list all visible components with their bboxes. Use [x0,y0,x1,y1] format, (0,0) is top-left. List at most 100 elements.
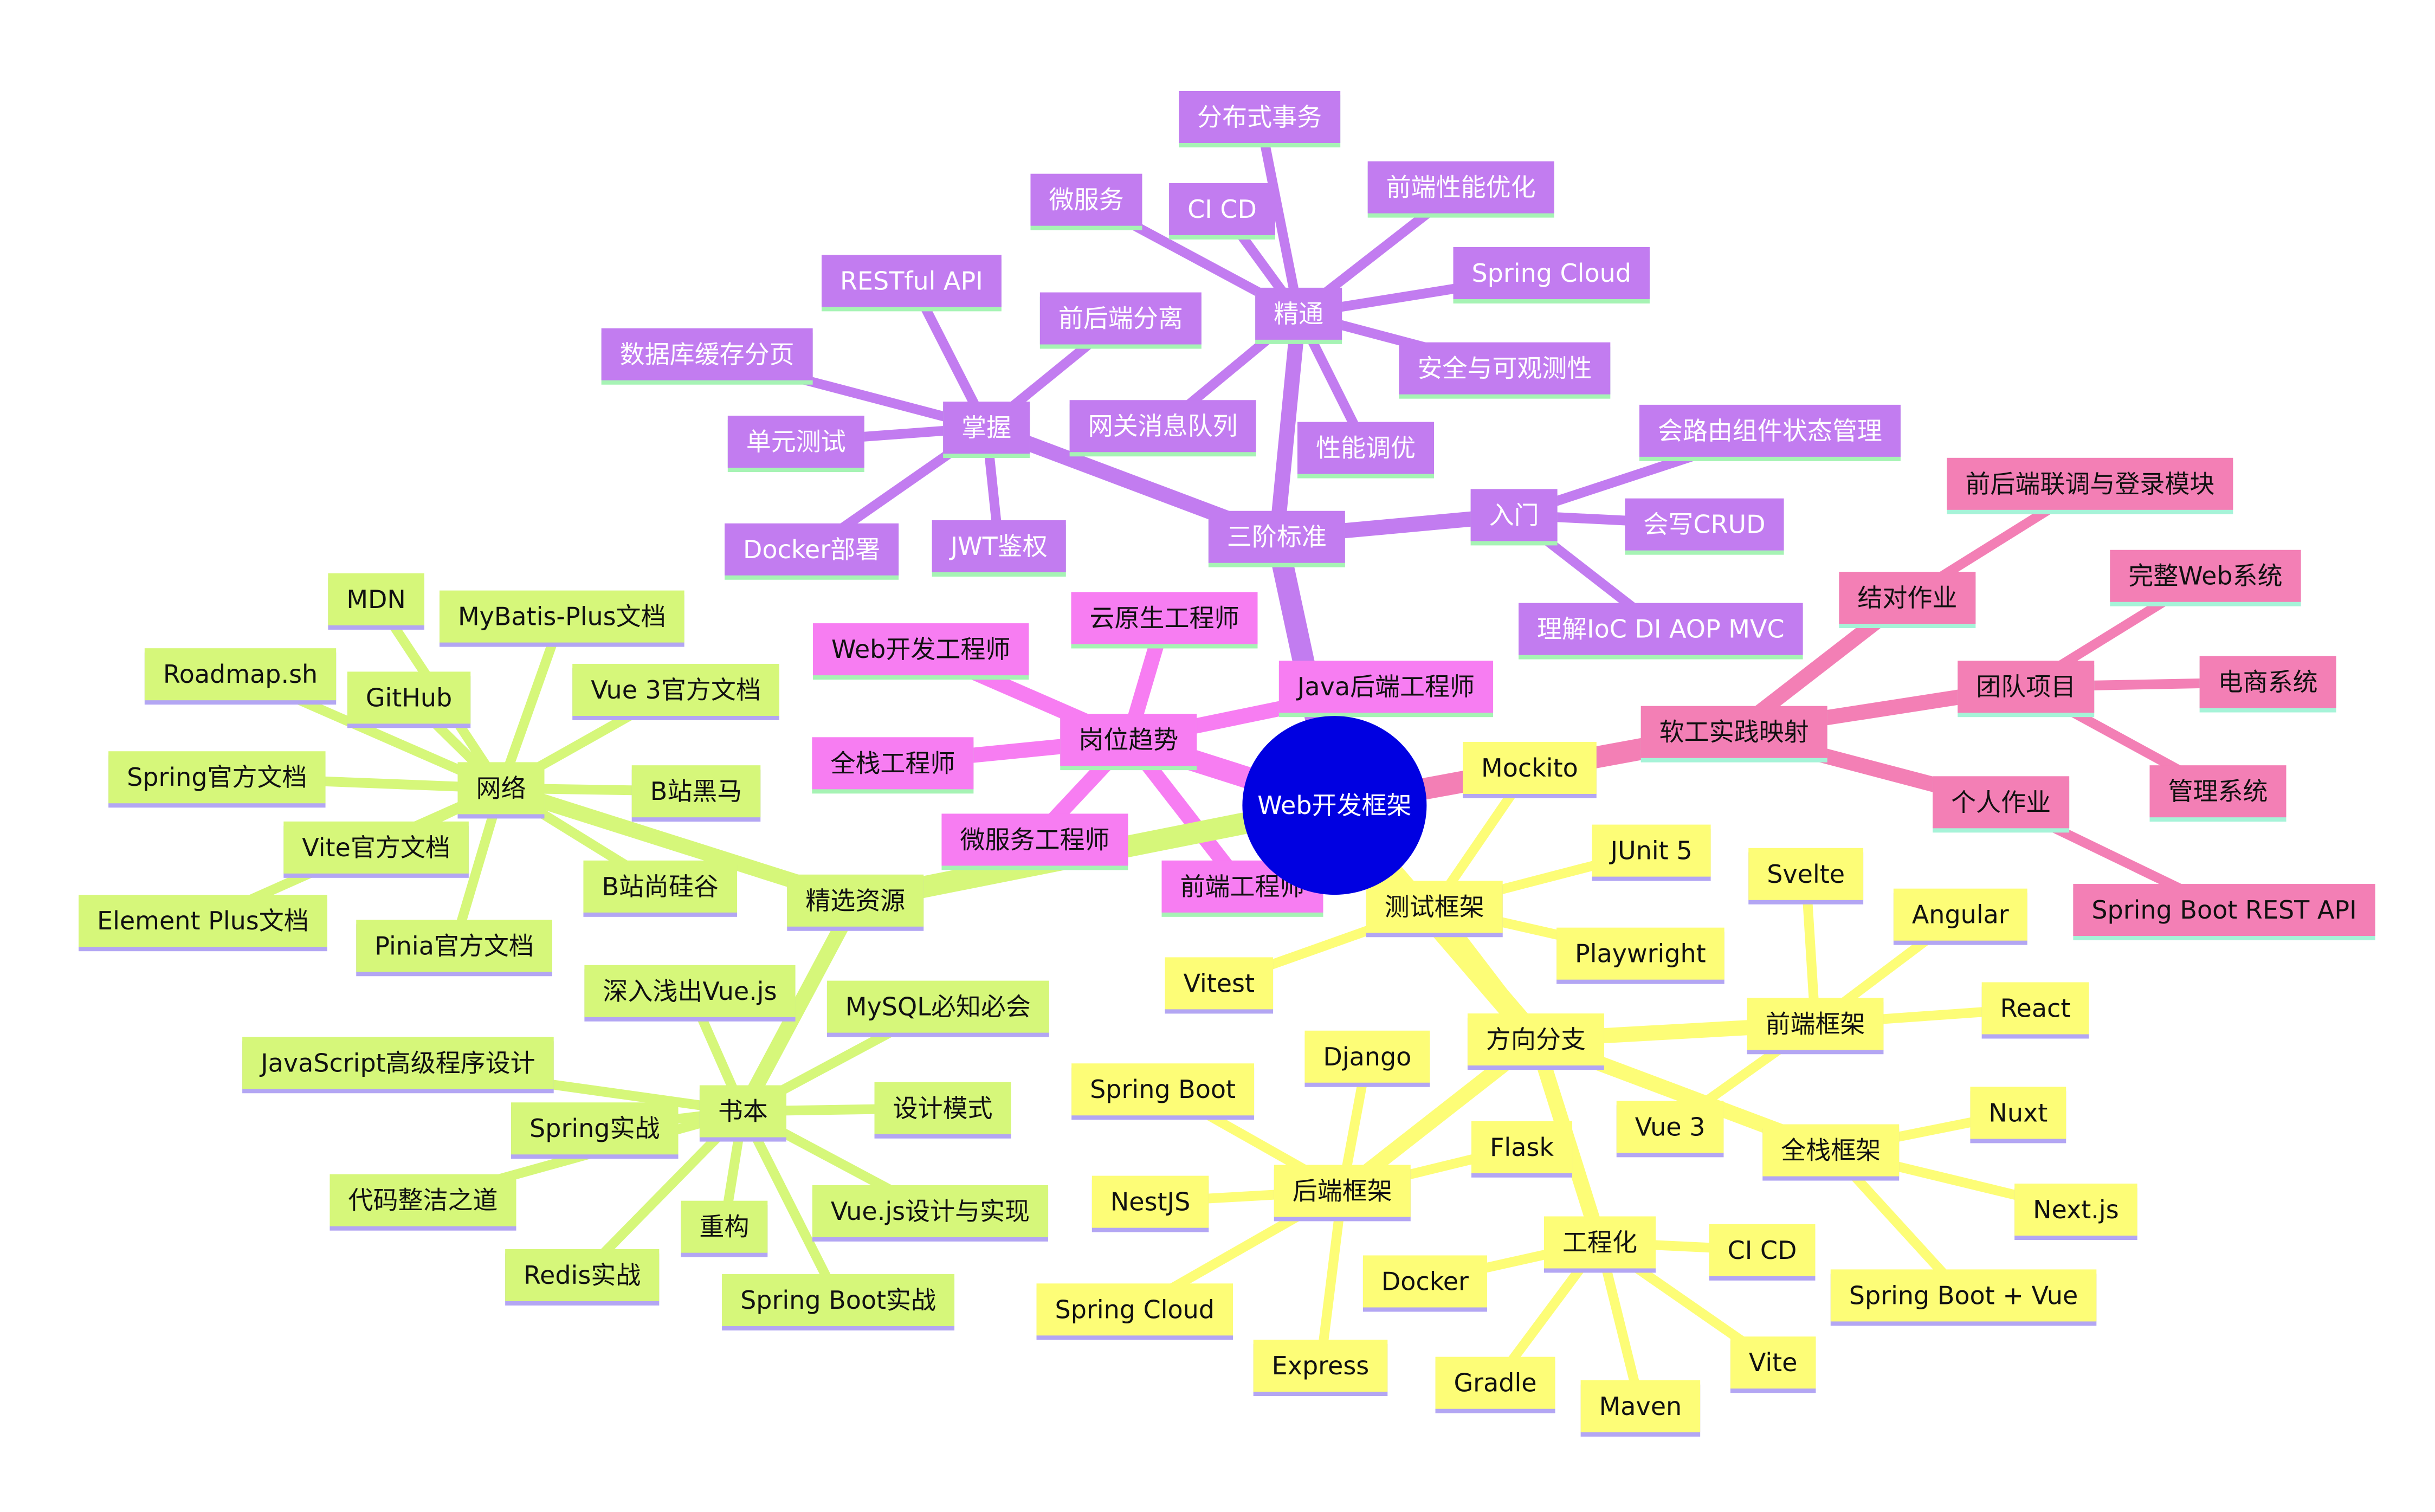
node-wl9[interactable]: B站尚硅谷 [583,860,738,917]
node-label: 分布式事务 [1197,102,1322,132]
node-gr1[interactable]: Spring Boot REST API [2073,884,2375,941]
node-cs3[interactable]: Playwright [1556,927,1724,984]
node-zw6[interactable]: JWT鉴权 [932,520,1066,577]
node-gangwei[interactable]: 岗位趋势 [1060,714,1197,771]
node-gw1[interactable]: Java后端工程师 [1278,661,1494,718]
node-zw3[interactable]: 数据库缓存分页 [601,328,813,385]
node-ceshi[interactable]: 测试框架 [1366,881,1503,938]
node-gw4[interactable]: 全栈工程师 [812,737,974,794]
node-ruangong[interactable]: 软工实践映射 [1640,706,1827,763]
node-jt3[interactable]: CI CD [1169,183,1275,240]
node-gw5[interactable]: 微服务工程师 [941,813,1128,870]
node-label: 方向分支 [1486,1025,1586,1054]
root-label: Web开发框架 [1257,791,1411,820]
node-box [1580,1380,1701,1432]
node-sb1[interactable]: 深入浅出Vue.js [584,965,796,1022]
node-cs4[interactable]: Vitest [1165,957,1274,1014]
node-label: Next.js [2033,1195,2119,1224]
node-qz2[interactable]: Next.js [2014,1184,2137,1240]
node-cs2[interactable]: JUnit 5 [1592,824,1711,881]
node-jt8[interactable]: 网关消息队列 [1069,400,1256,457]
node-zhangwo[interactable]: 掌握 [943,402,1030,458]
node-rm2[interactable]: 会写CRUD [1625,498,1784,555]
node-qz1[interactable]: Nuxt [1970,1087,2066,1143]
node-jingtong[interactable]: 精通 [1255,287,1342,344]
node-label: Spring Boot实战 [740,1285,936,1315]
node-wl5[interactable]: Vue 3官方文档 [572,663,779,720]
node-qd4[interactable]: Vue 3 [1616,1101,1724,1158]
node-td2[interactable]: 电商系统 [2199,656,2336,713]
node-jt7[interactable]: 性能调优 [1297,422,1434,479]
node-hd4[interactable]: Flask [1471,1121,1573,1178]
node-tuandui[interactable]: 团队项目 [1958,661,2095,718]
node-geren[interactable]: 个人作业 [1933,776,2070,833]
node-wangluo[interactable]: 网络 [457,762,545,819]
node-td1[interactable]: 完整Web系统 [2110,550,2301,606]
node-zw2[interactable]: 前后端分离 [1039,292,1202,349]
node-gc4[interactable]: Gradle [1435,1356,1555,1413]
node-cs1[interactable]: Mockito [1463,741,1597,798]
node-qianduan[interactable]: 前端框架 [1747,998,1884,1055]
node-sb3[interactable]: JavaScript高级程序设计 [242,1037,554,1094]
node-hd6[interactable]: Express [1253,1340,1388,1396]
node-jt4[interactable]: 前端性能优化 [1367,161,1554,218]
node-jt6[interactable]: 安全与可观测性 [1399,342,1611,399]
node-wl3[interactable]: Roadmap.sh [144,648,337,705]
node-zw1[interactable]: RESTful API [821,255,1002,312]
node-qz3[interactable]: Spring Boot + Vue [1830,1269,2097,1326]
node-wl7[interactable]: B站黑马 [631,765,761,822]
node-jt1[interactable]: 分布式事务 [1179,91,1341,147]
node-hd1[interactable]: Django [1304,1030,1430,1087]
node-qd2[interactable]: Angular [1893,888,2027,945]
node-wl6[interactable]: Spring官方文档 [108,751,326,808]
node-qd1[interactable]: Svelte [1748,848,1864,904]
node-hd5[interactable]: Spring Cloud [1036,1283,1233,1340]
node-wl2[interactable]: MyBatis-Plus文档 [439,590,684,647]
node-td3[interactable]: 管理系统 [2149,765,2287,822]
node-sb2[interactable]: MySQL必知必会 [826,980,1049,1037]
node-zw5[interactable]: Docker部署 [725,523,899,580]
node-root[interactable]: Web开发框架 [1242,716,1427,895]
node-hd3[interactable]: NestJS [1091,1175,1209,1232]
node-qd3[interactable]: React [1981,982,2089,1039]
node-gc1[interactable]: CI CD [1709,1224,1816,1281]
node-sb5[interactable]: Spring实战 [511,1102,679,1159]
node-wl1[interactable]: MDN [328,573,424,630]
node-gc3[interactable]: Vite [1730,1336,1816,1393]
node-box [943,402,1030,454]
node-jingxuan[interactable]: 精选资源 [787,874,924,931]
node-sb9[interactable]: Redis实战 [505,1249,660,1306]
node-jiedui[interactable]: 结对作业 [1839,572,1976,629]
node-gc2[interactable]: Docker [1362,1255,1487,1312]
node-shuben[interactable]: 书本 [699,1085,786,1142]
node-gc5[interactable]: Maven [1580,1380,1701,1437]
node-wl4[interactable]: GitHub [347,671,471,728]
node-label: 掌握 [961,413,1011,442]
node-wl11[interactable]: Pinia官方文档 [356,920,552,977]
node-wl8[interactable]: Vite官方文档 [283,821,469,878]
node-rm3[interactable]: 理解IoC DI AOP MVC [1519,603,1803,660]
node-fangxiang[interactable]: 方向分支 [1467,1013,1604,1070]
node-label: 微服务工程师 [960,825,1109,854]
node-gw3[interactable]: Web开发工程师 [813,623,1029,680]
node-sanjie[interactable]: 三阶标准 [1208,511,1345,567]
node-gw2[interactable]: 云原生工程师 [1071,592,1258,649]
node-jt5[interactable]: Spring Cloud [1453,247,1650,303]
node-quanzhan[interactable]: 全栈框架 [1762,1124,1900,1181]
node-jd1[interactable]: 前后端联调与登录模块 [1947,457,2233,514]
node-hd2[interactable]: Spring Boot [1071,1063,1255,1120]
node-zw4[interactable]: 单元测试 [727,416,864,473]
node-wl10[interactable]: Element Plus文档 [79,895,327,952]
node-rumen[interactable]: 入门 [1470,489,1558,546]
node-sb7[interactable]: Vue.js设计与实现 [812,1185,1049,1242]
node-gongcheng[interactable]: 工程化 [1544,1216,1656,1273]
node-sb10[interactable]: Spring Boot实战 [722,1274,955,1331]
node-rm1[interactable]: 会路由组件状态管理 [1639,404,1901,461]
node-sb4[interactable]: 设计模式 [874,1082,1011,1139]
node-box [583,860,738,913]
node-jt2[interactable]: 微服务 [1030,173,1142,230]
node-sb6[interactable]: 代码整洁之道 [330,1174,516,1231]
node-houduan[interactable]: 后端框架 [1274,1165,1411,1222]
node-sb8[interactable]: 重构 [681,1200,768,1257]
